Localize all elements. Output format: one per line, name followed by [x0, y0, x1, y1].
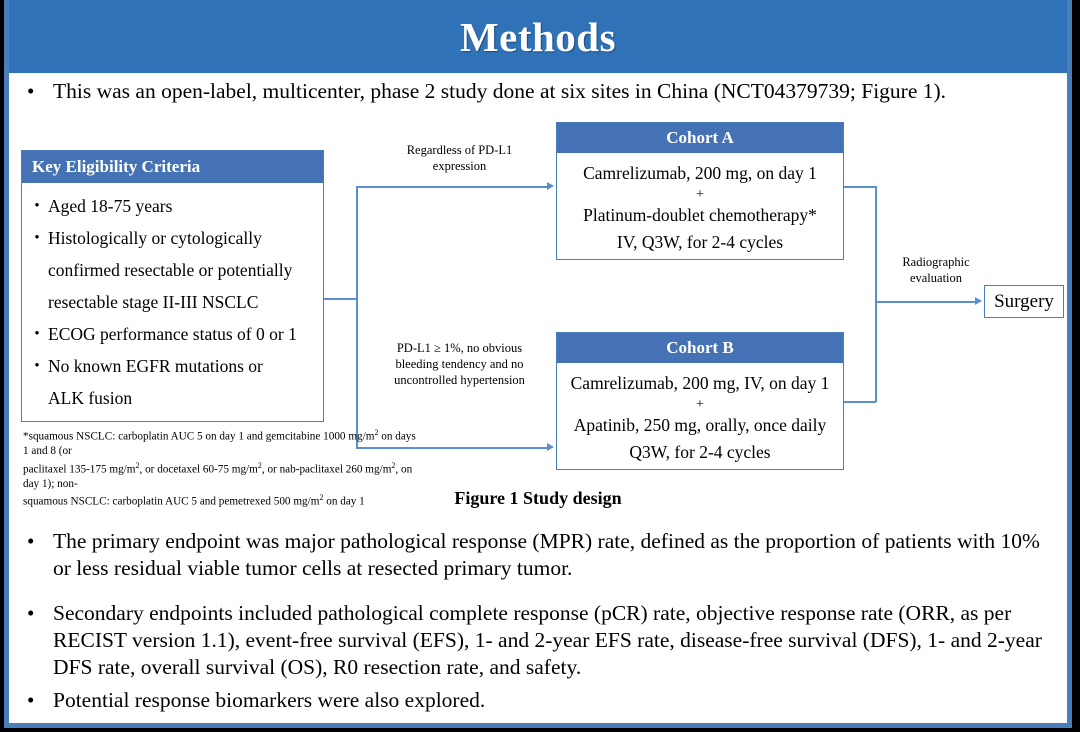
connector-label-bottom-line1: PD-L1 ≥ 1%, no obvious: [396, 341, 523, 355]
list-item-continuation: resectable stage II-III NSCLC: [26, 287, 317, 317]
footnote-line-2: paclitaxel 135-175 mg/m2, or docetaxel 6…: [23, 460, 413, 490]
eligibility-item-label: confirmed resectable or potentially: [48, 260, 293, 280]
connector-cohort-b-out: [844, 401, 876, 403]
bullet-marker-icon: •: [34, 198, 40, 214]
list-item: • Aged 18-75 years: [26, 191, 317, 221]
cohort-a-header: Cohort A: [557, 123, 843, 153]
arrow-head-cohort-a-icon: [547, 182, 554, 190]
cohort-b-header: Cohort B: [557, 333, 843, 363]
connector-split-up: [356, 186, 358, 300]
cohort-a-plus-symbol: +: [696, 187, 704, 202]
connector-to-cohort-a: [356, 186, 548, 188]
eligibility-item-label: resectable stage II-III NSCLC: [48, 292, 259, 312]
connector-to-cohort-b: [356, 447, 548, 449]
eligibility-item-label: ALK fusion: [48, 388, 133, 408]
cohort-b-body: Camrelizumab, 200 mg, IV, on day 1 + Apa…: [557, 363, 843, 466]
connector-label-radio-line1: Radiographic: [902, 255, 970, 269]
connector-label-radio-line2: evaluation: [909, 271, 963, 285]
connector-label-top-line1: Regardless of PD-L1: [406, 143, 513, 157]
secondary-endpoints-text: Secondary endpoints included pathologica…: [53, 601, 1042, 679]
eligibility-header-label: Key Eligibility Criteria: [32, 157, 201, 176]
connector-label-radiographic: Radiographic evaluation: [881, 254, 991, 286]
eligibility-item-label: ECOG performance status of 0 or 1: [48, 324, 297, 344]
cohort-a-header-label: Cohort A: [666, 128, 734, 147]
eligibility-item-label: No known EGFR mutations or: [48, 356, 263, 376]
bullet-marker-icon: •: [34, 326, 40, 342]
intro-bullet-text: This was an open-label, multicenter, pha…: [53, 79, 947, 103]
cohort-b-line-3: Q3W, for 2-4 cycles: [629, 442, 771, 462]
chemotherapy-footnote: *squamous NSCLC: carboplatin AUC 5 on da…: [23, 426, 423, 510]
slide-canvas: Methods • This was an open-label, multic…: [4, 0, 1072, 728]
bullet-marker-icon: •: [34, 358, 40, 374]
surgery-label: Surgery: [994, 290, 1054, 312]
connector-label-bottom: PD-L1 ≥ 1%, no obvious bleeding tendency…: [367, 340, 552, 388]
connector-label-bottom-line3: uncontrolled hypertension: [394, 373, 525, 387]
connector-label-bottom-line2: bleeding tendency and no: [395, 357, 524, 371]
bullet-marker-icon: •: [27, 529, 35, 553]
primary-endpoint-text: The primary endpoint was major pathologi…: [53, 529, 1040, 580]
list-item: • ECOG performance status of 0 or 1: [26, 319, 317, 349]
eligibility-item-label: Histologically or cytologically: [48, 228, 262, 248]
connector-to-surgery: [875, 301, 977, 303]
cohort-a-line-2: Platinum-doublet chemotherapy*: [583, 205, 817, 225]
connector-cohort-a-out: [844, 186, 876, 188]
figure-caption: Figure 1 Study design: [454, 488, 622, 508]
connector-label-top-line2: expression: [432, 159, 487, 173]
cohort-b-plus-symbol: +: [696, 397, 704, 412]
arrow-head-cohort-b-icon: [547, 443, 554, 451]
surgery-box: Surgery: [984, 285, 1064, 318]
list-item: • No known EGFR mutations or: [26, 351, 317, 381]
list-item: • Histologically or cytologically: [26, 223, 317, 253]
bullet-marker-icon: •: [27, 688, 35, 712]
connector-label-top: Regardless of PD-L1 expression: [377, 142, 542, 174]
cohort-a-line-3: IV, Q3W, for 2-4 cycles: [616, 232, 784, 252]
secondary-endpoints-bullet: • Secondary endpoints included pathologi…: [19, 600, 1064, 681]
cohort-b-line-1: Camrelizumab, 200 mg, IV, on day 1: [570, 373, 830, 393]
arrow-head-surgery-icon: [975, 297, 982, 305]
cohort-b-box: Cohort B Camrelizumab, 200 mg, IV, on da…: [556, 332, 844, 470]
study-design-figure: Regardless of PD-L1 expression PD-L1 ≥ 1…: [9, 112, 1067, 508]
list-item-continuation: ALK fusion: [26, 383, 317, 413]
connector-elig-out: [324, 298, 357, 300]
intro-bullet: • This was an open-label, multicenter, p…: [19, 78, 1059, 105]
cohort-a-body: Camrelizumab, 200 mg, on day 1 + Platinu…: [557, 153, 843, 256]
connector-split-down: [356, 298, 358, 448]
eligibility-item-list: • Aged 18-75 years • Histologically or c…: [22, 183, 323, 419]
cohort-b-header-label: Cohort B: [666, 338, 734, 357]
list-item-continuation: confirmed resectable or potentially: [26, 255, 317, 285]
biomarkers-bullet: • Potential response biomarkers were als…: [19, 687, 1064, 714]
slide-title-bar: Methods: [9, 0, 1067, 73]
page-title: Methods: [459, 13, 617, 60]
footnote-line-1: *squamous NSCLC: carboplatin AUC 5 on da…: [23, 428, 416, 458]
biomarkers-text: Potential response biomarkers were also …: [53, 688, 486, 712]
eligibility-box-header: Key Eligibility Criteria: [22, 151, 323, 183]
cohort-b-line-2: Apatinib, 250 mg, orally, once daily: [573, 415, 827, 435]
bullet-marker-icon: •: [27, 601, 35, 625]
eligibility-criteria-box: Key Eligibility Criteria • Aged 18-75 ye…: [21, 150, 324, 422]
primary-endpoint-bullet: • The primary endpoint was major patholo…: [19, 528, 1064, 582]
cohort-a-box: Cohort A Camrelizumab, 200 mg, on day 1 …: [556, 122, 844, 260]
connector-merge-vertical: [875, 186, 877, 402]
bullet-marker-icon: •: [34, 230, 40, 246]
cohort-a-line-1: Camrelizumab, 200 mg, on day 1: [583, 163, 817, 183]
bullet-marker-icon: •: [27, 79, 35, 103]
eligibility-item-label: Aged 18-75 years: [48, 196, 173, 216]
footnote-line-3: squamous NSCLC: carboplatin AUC 5 and pe…: [23, 493, 365, 509]
